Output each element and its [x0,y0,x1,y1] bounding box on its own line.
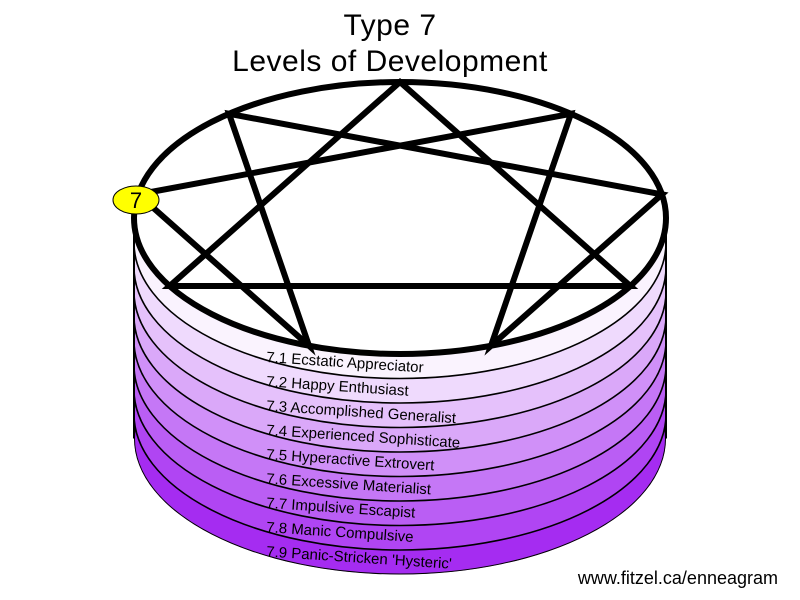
title-line-1: Type 7 [343,9,437,42]
enneagram-triangle [161,77,639,289]
enneagram-circle [131,79,669,357]
footer-url: www.fitzel.ca/enneagram [577,568,778,588]
badge-label: 7 [130,188,142,213]
badge-ellipse [112,185,160,215]
enneagram-top-face [131,77,669,357]
title-line-2: Levels of Development [232,45,548,78]
type-7-badge: 7 [112,185,160,215]
title-block: Type 7 Levels of Development [0,8,780,80]
